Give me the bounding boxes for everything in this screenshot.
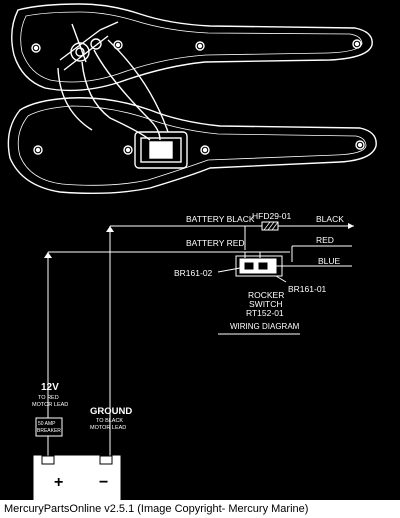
label-breaker-1: 50 AMP <box>38 421 56 427</box>
wiring-lines <box>47 225 354 456</box>
battery <box>33 455 121 501</box>
label-part-br161-02: BR161-02 <box>174 268 213 278</box>
label-color-red: RED <box>316 235 334 245</box>
label-rocker: ROCKER <box>248 290 284 300</box>
battery-negative: − <box>99 474 108 491</box>
diagram-title: WIRING DIAGRAM <box>230 322 300 331</box>
label-switch: SWITCH <box>249 299 283 309</box>
fuse-hatch <box>263 221 279 231</box>
label-part-br161-01: BR161-01 <box>288 284 327 294</box>
label-ground-sub1: TO BLACK <box>96 418 123 424</box>
label-battery-red: BATTERY RED <box>186 238 245 248</box>
fuse-hfd29 <box>261 221 279 231</box>
label-battery-black: BATTERY BLACK <box>186 214 255 224</box>
label-color-blue: BLUE <box>318 256 341 266</box>
label-ground-sub2: MOTOR LEAD <box>90 425 126 431</box>
handle-housing-bottom <box>7 39 377 195</box>
breaker-box <box>35 417 63 437</box>
label-ground: GROUND <box>90 406 132 417</box>
label-part-rt152: RT152-01 <box>246 308 284 318</box>
wire-arrows <box>44 223 354 258</box>
label-12v-sub1: TO RED <box>38 395 59 401</box>
copyright-footer: MercuryPartsOnline v2.5.1 (Image Copyrig… <box>0 500 400 518</box>
rocker-switch <box>235 255 283 277</box>
label-12v: 12V <box>41 382 59 393</box>
wiring-diagram: BATTERY BLACK HFD29-01 BLACK BATTERY RED… <box>7 3 377 501</box>
label-part-hfd29: HFD29-01 <box>252 211 291 221</box>
label-breaker-2: BREAKER <box>37 428 61 434</box>
label-color-black: BLACK <box>316 214 344 224</box>
handle-housing-top <box>11 3 373 92</box>
battery-positive: + <box>54 474 63 491</box>
label-12v-sub2: MOTOR LEAD <box>32 402 68 408</box>
